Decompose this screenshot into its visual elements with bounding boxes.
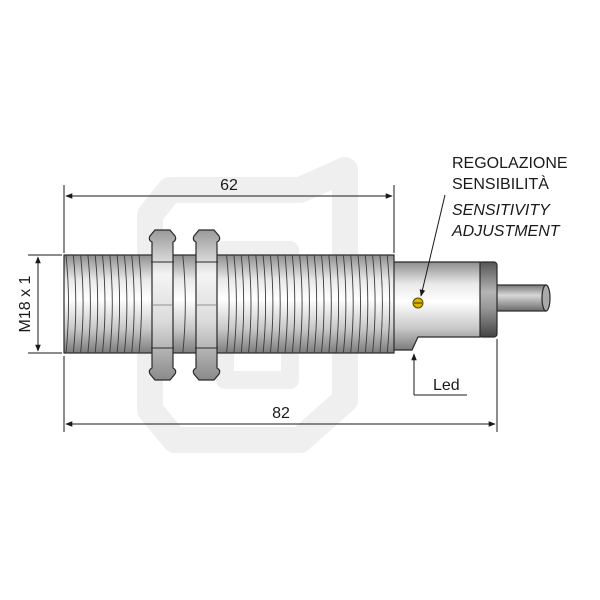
smooth-housing	[392, 261, 481, 351]
thread-line	[379, 254, 383, 354]
thread-line	[94, 254, 99, 354]
callout-adjust-leader	[419, 194, 446, 297]
thread-line	[65, 254, 69, 354]
thread-line	[284, 254, 288, 354]
nut-right	[192, 229, 221, 381]
nut-left	[148, 229, 177, 381]
thread-line	[255, 254, 259, 354]
dimension-62	[63, 185, 395, 253]
thread-line	[72, 254, 77, 354]
end-ring	[478, 261, 498, 338]
cable	[495, 284, 547, 312]
thread-line	[87, 254, 91, 354]
thread-line	[80, 254, 84, 354]
thread-line	[306, 254, 310, 354]
thread-line	[240, 254, 245, 354]
dimension-thread-label: M18 x 1	[17, 275, 34, 332]
dimension-82	[63, 339, 498, 432]
thread-line	[328, 254, 332, 354]
dimension-thread	[28, 254, 62, 354]
thread-line	[277, 254, 281, 354]
thread-line	[248, 254, 252, 354]
thread-line	[291, 254, 296, 354]
thread-line	[342, 254, 347, 354]
thread-line	[109, 254, 113, 354]
callout-adjust-en-2: ADJUSTMENT	[451, 223, 561, 240]
thread-line	[372, 254, 376, 354]
callout-adjust-en-1: SENSITIVITY	[452, 202, 551, 219]
thread-line	[299, 254, 303, 354]
potentiometer-icon	[412, 297, 424, 309]
dimension-62-label: 62	[220, 177, 238, 194]
thread-line	[138, 254, 142, 354]
dimension-82-label: 82	[272, 405, 290, 422]
thread-line	[269, 254, 274, 354]
thread-line	[262, 254, 267, 354]
thread-line	[321, 254, 325, 354]
thread-line	[102, 254, 106, 354]
callout-led-label: Led	[433, 377, 460, 394]
thread-line	[226, 254, 230, 354]
thread-line	[364, 254, 369, 354]
callout-led-leader	[411, 353, 467, 396]
callout-adjust-it-1: REGOLAZIONE	[452, 155, 568, 172]
thread-line	[335, 254, 340, 354]
thread-line	[357, 254, 361, 354]
thread-line	[233, 254, 237, 354]
thread-line	[131, 254, 135, 354]
thread-line	[350, 254, 354, 354]
thread-line	[182, 254, 186, 354]
thread-line	[313, 254, 318, 354]
cable-end	[541, 284, 551, 312]
thread-line	[116, 254, 121, 354]
thread-lines	[65, 254, 391, 354]
callout-adjust-it-2: SENSIBILITÀ	[452, 174, 549, 193]
thread-line	[386, 254, 391, 354]
thread-line	[123, 254, 128, 354]
